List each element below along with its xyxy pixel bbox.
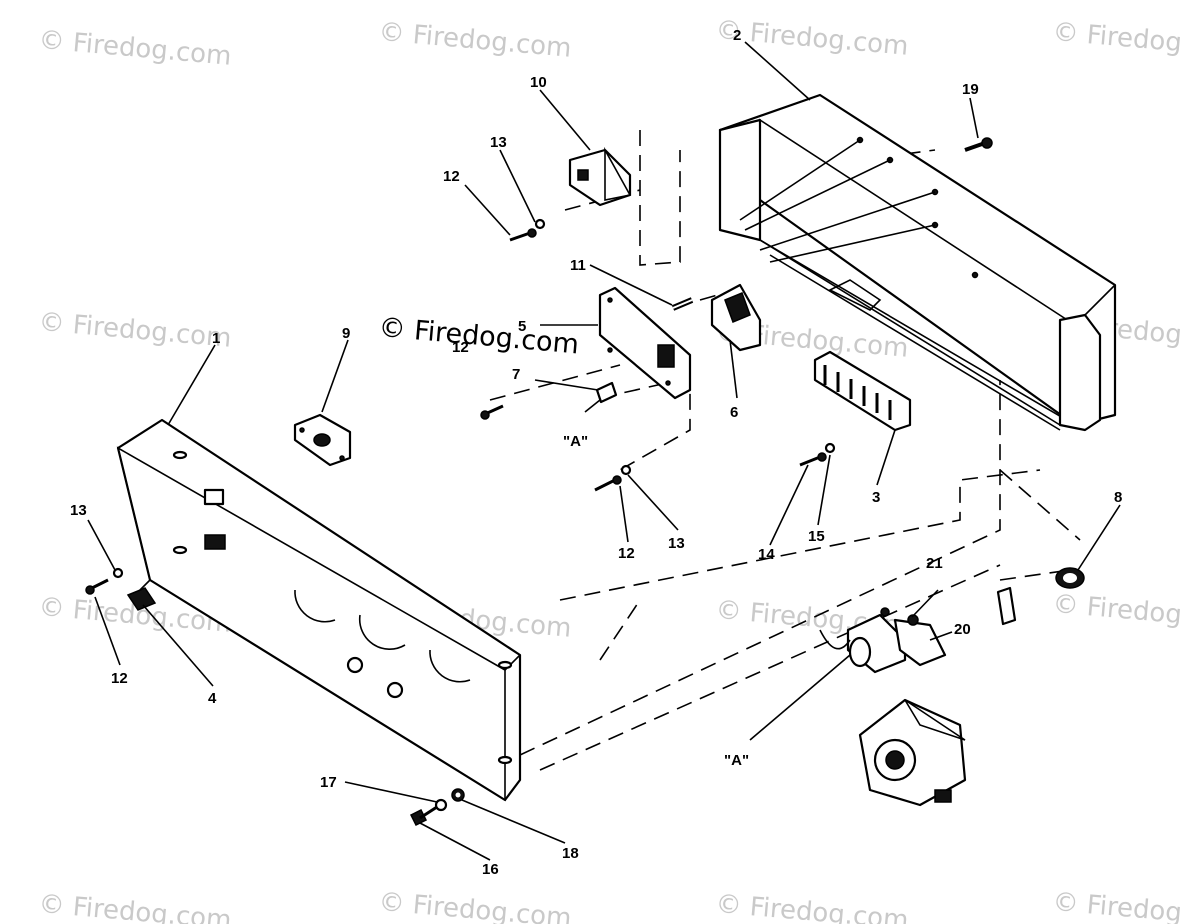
bracket-6 xyxy=(710,283,762,352)
callout-18: 18 xyxy=(562,845,579,862)
callout-16: 16 xyxy=(482,861,499,878)
terminal-block-3 xyxy=(813,350,912,432)
switch-4 xyxy=(126,587,157,611)
callout-11: 11 xyxy=(570,257,586,274)
watermark: © Firedog.com xyxy=(37,25,232,72)
receptacle-9 xyxy=(293,413,352,467)
callout-19: 19 xyxy=(962,81,979,98)
callout-10: 10 xyxy=(530,74,547,91)
bracket-10 xyxy=(568,146,632,207)
screw-12-left xyxy=(85,567,124,595)
circuit-board-5 xyxy=(598,286,692,400)
callout-labels: 1 2 3 4 5 6 7 8 9 10 11 12 13 12 13 12 1… xyxy=(70,27,1122,878)
callout-17: 17 xyxy=(320,774,337,791)
callout-8: 8 xyxy=(1114,489,1122,506)
watermark-center: © Firedog.com xyxy=(377,312,580,360)
screw-12-center xyxy=(594,464,632,492)
rear-housing xyxy=(718,93,1117,432)
screw-14 xyxy=(799,442,836,467)
screw-12-board xyxy=(480,404,504,420)
callout-13-top: 13 xyxy=(490,134,507,151)
callout-14: 14 xyxy=(758,546,775,563)
callout-15: 15 xyxy=(808,528,825,545)
watermark: © Firedog.com xyxy=(1051,17,1180,64)
pin-11 xyxy=(671,297,694,311)
leader-lines xyxy=(87,41,1121,861)
bolt-16 xyxy=(409,788,465,827)
watermark: © Firedog.com xyxy=(37,889,232,924)
watermark: © Firedog.com xyxy=(377,887,572,924)
watermark: © Firedog.com xyxy=(377,17,572,64)
callout-20: 20 xyxy=(954,621,971,638)
callout-3: 3 xyxy=(872,489,880,506)
assembly-dash-lines xyxy=(489,130,1081,771)
callout-12-left: 12 xyxy=(111,670,128,687)
callout-4: 4 xyxy=(208,690,217,707)
callout-7: 7 xyxy=(512,366,520,383)
callout-13-center: 13 xyxy=(668,535,685,552)
motor-housing xyxy=(858,698,967,807)
callout-1: 1 xyxy=(212,330,220,347)
callout-21: 21 xyxy=(926,555,943,572)
screw-19 xyxy=(964,137,993,152)
solenoid-21 xyxy=(819,607,947,674)
watermark: © Firedog.com xyxy=(714,889,909,924)
callout-13-left: 13 xyxy=(70,502,87,519)
watermark: © Firedog.com xyxy=(1051,887,1180,924)
callout-A-lower: "A" xyxy=(724,752,749,769)
cable-8 xyxy=(996,567,1085,626)
callout-12-board: 12 xyxy=(452,339,469,356)
callout-2: 2 xyxy=(733,27,741,44)
callout-A-upper: "A" xyxy=(563,433,588,450)
front-panel-1 xyxy=(116,418,522,802)
callout-9: 9 xyxy=(342,325,350,342)
callout-12-center: 12 xyxy=(618,545,635,562)
watermark: © Firedog.com xyxy=(37,307,232,354)
callout-5: 5 xyxy=(518,318,526,335)
callout-6: 6 xyxy=(730,404,738,421)
connector-7 xyxy=(584,381,618,413)
watermark: © Firedog.com xyxy=(714,15,909,62)
screw-12-top xyxy=(509,218,546,242)
callout-12-top: 12 xyxy=(443,168,460,185)
watermark: © Firedog.com xyxy=(1051,589,1180,636)
